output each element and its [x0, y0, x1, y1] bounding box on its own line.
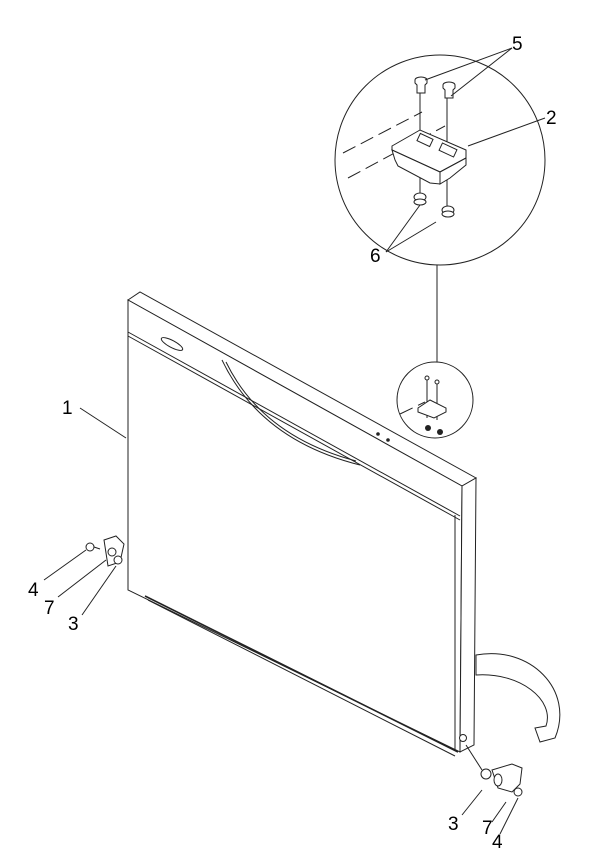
callout-6: 6	[370, 246, 381, 267]
callout-7-left: 7	[44, 598, 55, 619]
callout-2: 2	[546, 108, 557, 129]
leader-lines	[43, 47, 546, 835]
callout-3-right: 3	[448, 814, 459, 835]
callout-5: 5	[512, 34, 523, 55]
callout-3-left: 3	[68, 614, 79, 635]
callout-4-left: 4	[28, 580, 39, 601]
callout-7-right: 7	[482, 818, 493, 839]
detail-view-large	[334, 54, 546, 362]
door-panel	[127, 291, 478, 757]
hinge-assembly-left	[85, 535, 125, 567]
callout-4-right: 4	[492, 832, 503, 853]
drain-hose	[475, 653, 561, 743]
callout-1: 1	[62, 398, 73, 419]
detail-view-small	[396, 361, 474, 439]
hinge-assembly-right	[465, 744, 523, 797]
